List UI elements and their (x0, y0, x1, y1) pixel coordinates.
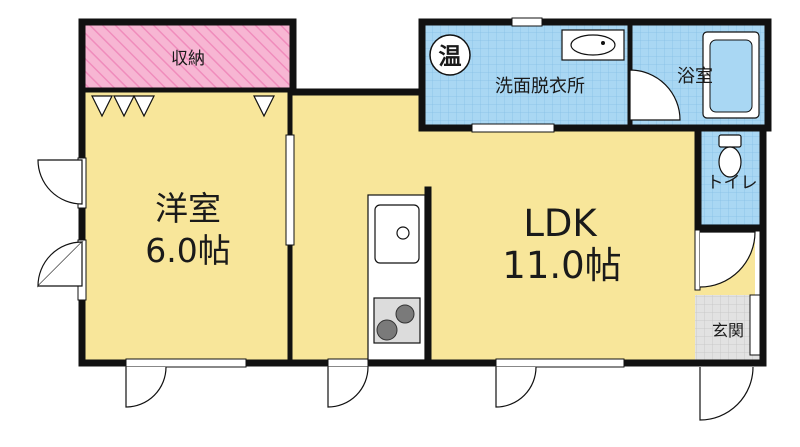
water-heater-icon (429, 34, 471, 76)
washbasin-icon (561, 29, 625, 61)
toilet-icon (718, 134, 742, 178)
openings (77, 17, 701, 368)
western-room-name: 洋室 (155, 189, 221, 228)
bathtub-icon (702, 31, 760, 119)
western-room-floor (85, 90, 290, 360)
closet-floor (85, 25, 290, 90)
ldk-size: 11.0帖 (502, 244, 621, 287)
door-swings (37, 69, 756, 421)
shoe-cabinet (749, 294, 761, 356)
washroom-label: 洗面脱衣所 (495, 76, 585, 97)
ldk-name: LDK (523, 202, 598, 245)
entrance-floor (695, 295, 760, 360)
water-heater-label: 温 (439, 44, 462, 70)
ldk-floor (290, 95, 695, 360)
toilet-label: トイレ (707, 173, 758, 193)
closet-door-icon (91, 95, 275, 118)
bath-label: 浴室 (677, 66, 713, 87)
entrance-label: 玄関 (712, 321, 744, 340)
kitchen-counter (367, 194, 426, 361)
closet-label: 収納 (171, 49, 205, 69)
western-room-size: 6.0帖 (145, 231, 230, 270)
